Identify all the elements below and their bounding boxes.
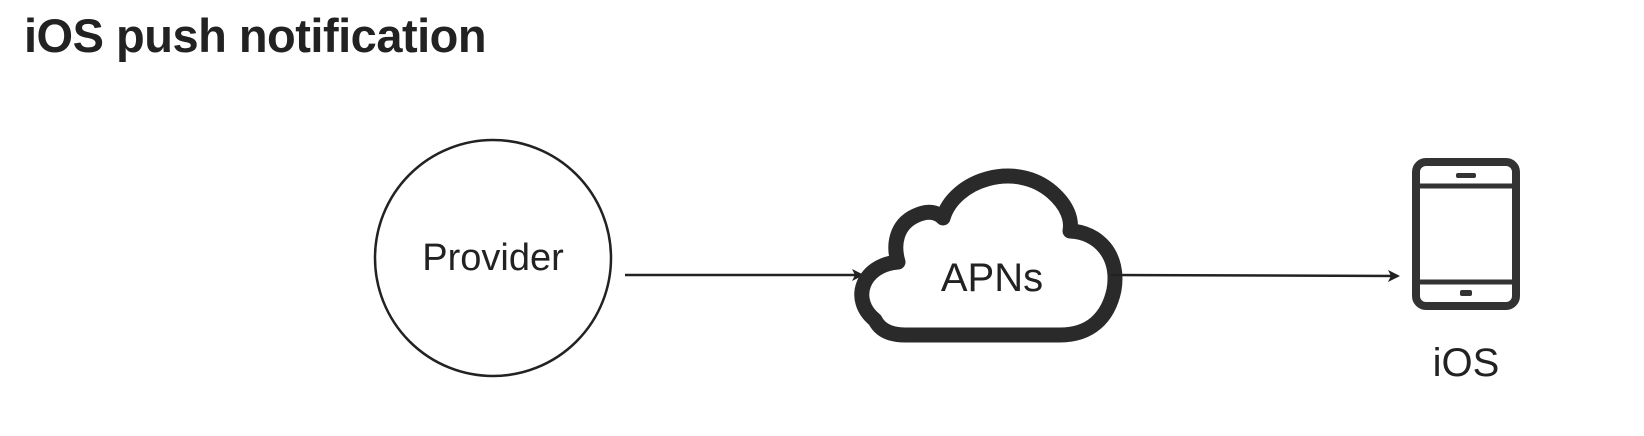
provider-circle: [373, 138, 613, 378]
provider-node: Provider: [373, 138, 613, 378]
provider-label: Provider: [422, 237, 564, 279]
page-title: iOS push notification: [24, 9, 487, 62]
apns-node: APNs: [854, 168, 1123, 343]
edge-apns-to-ios: [1110, 269, 1400, 282]
phone-icon: [1412, 158, 1520, 310]
apns-label: APNs: [941, 256, 1043, 300]
ios-node: iOS: [1412, 158, 1520, 385]
ios-label: iOS: [1433, 341, 1500, 385]
cloud-icon: [854, 168, 1123, 343]
